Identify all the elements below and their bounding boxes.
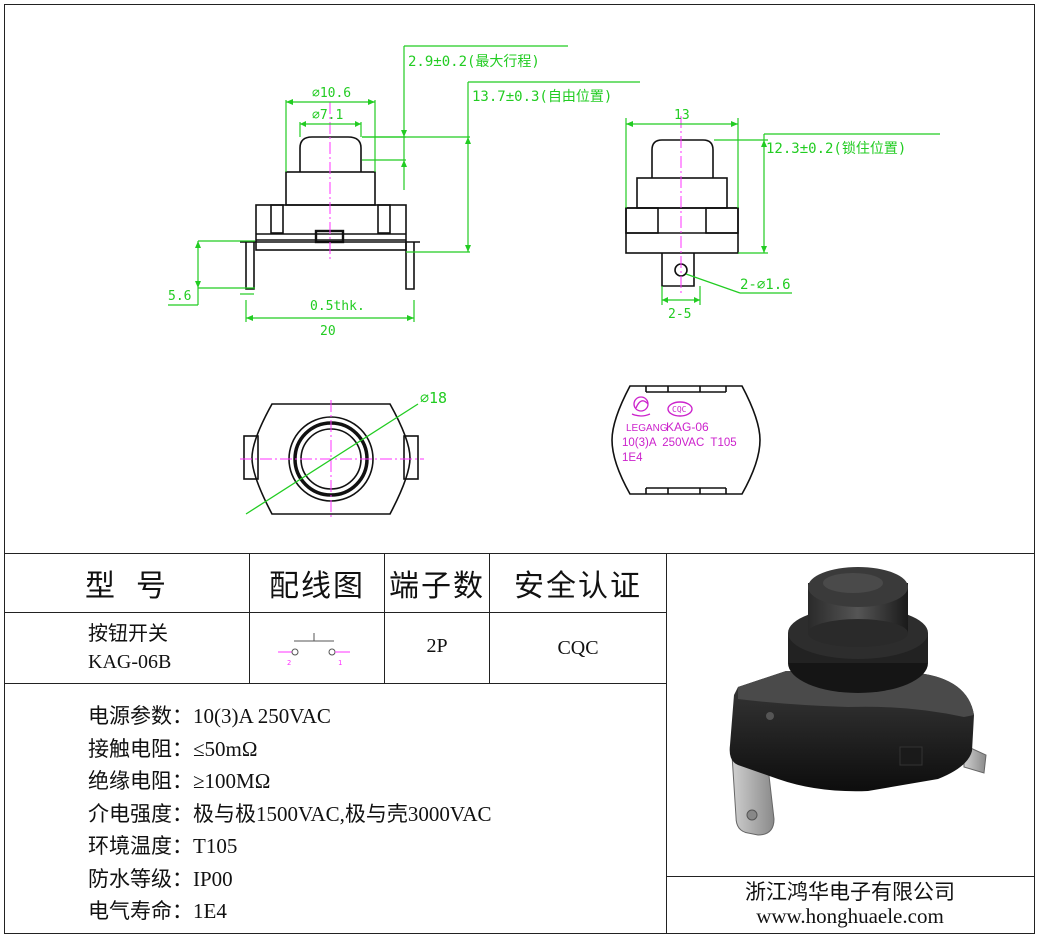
dim-pitch: 2-5 [668,307,691,322]
company-block: 浙江鸿华电子有限公司 www.honghuaele.com [667,880,1033,928]
cqc-mark-text: CQC [672,405,687,414]
label-model: KAG-06 [666,420,709,434]
dim-body-dia-leader [245,403,419,515]
wiring-pin-1: 1 [338,659,342,667]
header-bottom-line [4,612,666,613]
side-view [625,139,739,287]
spec-contact-resistance: 接触电阻：≤50mΩ [88,736,258,761]
dim-lock-position: 12.3±0.2(锁住位置) [766,141,906,157]
dim-outer-dia: ⌀10.6 [312,86,351,101]
front-dimensions [168,45,640,322]
front-dim-arrows [195,99,471,321]
label-rating: 10(3)A 250VAC T105 [622,437,737,449]
header-certification: 安全认证 [514,570,642,603]
label-view [611,385,761,495]
cqc-mark: CQC [667,401,693,417]
label-life: 1E4 [622,452,643,464]
photo-left-line [666,553,667,934]
header-model: 型 号 [85,570,168,603]
side-dimensions [625,118,940,305]
company-name: 浙江鸿华电子有限公司 [745,880,955,904]
dim-free-position: 13.7±0.3(自由位置) [472,89,612,105]
dim-width-13: 13 [674,108,690,123]
spec-waterproof: 防水等级：IP00 [88,866,233,891]
col-divider-2 [384,553,385,683]
model-code: KAG-06B [88,651,172,673]
spec-electrical-life: 电气寿命：1E4 [88,899,227,923]
dim-inner-dia: ⌀7.1 [312,108,343,123]
dim-width-20: 20 [320,324,336,339]
model-cell: 按钮开关 KAG-06B [4,613,249,683]
dim-max-stroke: 2.9±0.2(最大行程) [408,54,540,70]
header-wiring: 配线图 [269,570,365,603]
spec-insulation-resistance: 绝缘电阻：≥100MΩ [88,769,271,793]
dim-hole: 2-⌀1.6 [740,277,791,293]
dim-body-dia: ⌀18 [420,389,447,407]
wiring-diagram: 2 1 [278,633,350,667]
terminals-value: 2P [426,634,448,657]
spec-list: 电源参数：10(3)A 250VAC 接触电阻：≤50mΩ 绝缘电阻：≥100M… [88,700,492,928]
company-top-line [666,876,1035,877]
header-terminals: 端子数 [389,570,485,603]
spec-dielectric-strength: 介电强度：极与极1500VAC,极与壳3000VAC [88,801,492,826]
technical-drawing: ⌀10.6 ⌀7.1 2.9±0.2(最大行程) 13.7±0.3(自由位置) … [168,45,940,520]
spec-ambient-temp: 环境温度：T105 [88,834,238,858]
label-brand: LEGANG [626,423,668,434]
product-photo [729,567,987,836]
wiring-pin-2: 2 [287,659,291,667]
dim-height-5-6: 5.6 [168,289,191,304]
legang-logo [631,396,651,417]
model-name: 按钮开关 [88,623,168,645]
table-top-line [4,553,1035,554]
spec-power: 电源参数：10(3)A 250VAC [88,704,331,728]
side-dim-arrows [626,121,767,303]
company-website[interactable]: www.honghuaele.com [756,904,944,928]
sheet-frame [4,4,1035,934]
col-divider-1 [249,553,250,683]
col-divider-3 [489,553,490,683]
row-bottom-line [4,683,666,684]
certification-value: CQC [557,636,599,659]
dim-thickness: 0.5thk. [310,299,365,314]
